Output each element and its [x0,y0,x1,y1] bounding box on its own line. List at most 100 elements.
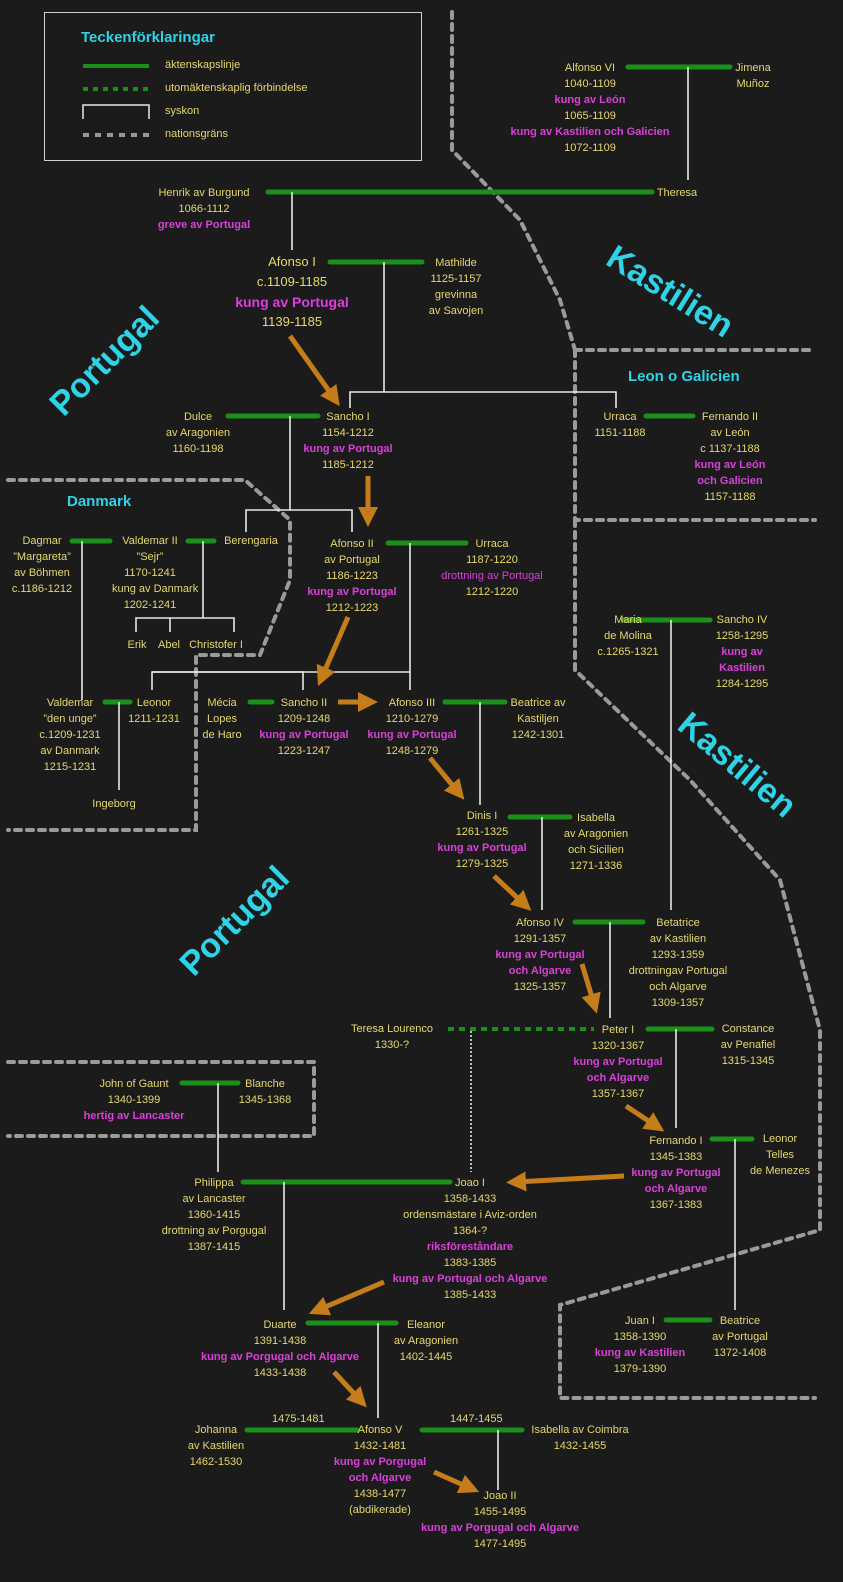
person-line: 1215-1231 [43,761,97,773]
border-lines [6,10,822,1400]
person-line: Valdemar II [122,535,178,547]
person-line: 1040-1109 [564,78,616,90]
person-line: 1358-1433 [443,1193,497,1205]
person-line: 1066-1112 [178,203,230,215]
legend-siblings-swatch [82,104,150,119]
person-line: 1139-1185 [261,314,323,329]
person-fernando2: Fernando II av León c 1137-1188 kung av Leó… [688,409,772,505]
person-line: 1065-1109 [564,110,616,122]
person-line: 1157-1188 [704,491,756,503]
person-line: Ingeborg [92,798,136,810]
person-line: 1309-1357 [651,997,705,1009]
region-danmark: Danmark [67,493,132,510]
person-line: Philippa [194,1177,234,1189]
person-line: 1358-1390 [613,1331,667,1343]
person-title: kung av Portugal [495,949,585,961]
person-line: Afonso II [330,538,374,550]
person-line: 1160-1198 [172,443,224,455]
person-title: riksföreståndare [426,1241,514,1253]
person-line: Maria [614,614,642,626]
person-line: 1383-1385 [443,1257,497,1269]
person-line: 1455-1495 [473,1506,527,1518]
person-line: 1345-1383 [649,1151,703,1163]
legend-marriage-swatch [83,64,149,68]
person-line: c.1109-1185 [256,274,328,289]
person-line: av León [710,427,750,439]
person-line: 1357-1367 [591,1088,645,1100]
person-line: Jimena [735,62,771,74]
person-line: Sancho IV [716,614,768,626]
person-title: kung av Porgugal och Algarve [201,1351,359,1363]
person-erik: Erik [122,637,152,653]
marriage-lines [69,64,755,1433]
person-title: kung av Porgugal och Algarve [421,1522,579,1534]
person-title: och Galicien [697,475,763,487]
person-line: 1186-1223 [326,570,378,582]
person-line: Urraca [603,411,637,423]
person-christofer: Christofer I [184,637,248,653]
person-line: 1242-1301 [511,729,565,741]
person-line: 1291-1357 [513,933,567,945]
person-line: av Lancaster [182,1193,246,1205]
person-line: ”Margareta” [13,551,71,563]
person-line: c.1265-1321 [597,646,659,658]
legend-border: nationsgräns [165,128,228,140]
person-title: Kastilien [719,662,765,674]
region-leon: Leon o Galicien [628,368,740,385]
person-line: av Böhmen [14,567,70,579]
person-line: av Aragonien [393,1335,459,1347]
person-line: 1209-1248 [277,713,331,725]
person-title: kung av León [694,459,766,471]
person-line: Teresa Lourenco [351,1023,433,1035]
person-line: Afonso V [357,1424,403,1436]
person-line: 1320-1367 [591,1040,645,1052]
person-line: Beatrice av [510,697,566,709]
person-line: av Savojen [428,305,484,317]
succession-arrows [287,334,665,1494]
person-line: 1372-1408 [713,1347,767,1359]
person-line: 1433-1438 [253,1367,307,1379]
person-line: av Portugal [324,554,380,566]
person-line: Afonso IV [516,917,564,929]
person-title: kung av Portugal och Algarve [392,1273,548,1285]
person-line: c 1137-1188 [700,443,760,455]
person-philippa: Philippa av Lancaster 1360-1415 drottning a… [150,1175,278,1255]
legend: Teckenförklaringar äktenskapslinje utomä… [44,12,422,161]
person-line: Erik [127,639,147,651]
person-line: 1212-1223 [325,602,379,614]
person-line: Isabella [577,812,615,824]
person-line: de Haro [202,729,242,741]
person-theresa: Theresa [652,185,702,201]
person-line: Valdemar [46,697,94,709]
person-title: kung av Portugal [631,1167,721,1179]
person-line: Fernando II [701,411,759,423]
person-title: kung av Portugal [367,729,457,741]
legend-extramarital-swatch [83,87,149,91]
person-title: greve av Portugal [157,219,251,231]
person-line: 1072-1109 [564,142,616,154]
person-line: Eleanor [407,1319,445,1331]
person-title: kung av Portugal [307,586,397,598]
person-line: 1170-1241 [124,567,176,579]
person-line: 1284-1295 [715,678,769,690]
person-title: kung av Portugal [303,443,393,455]
person-line: (abdikerade) [349,1504,411,1516]
legend-marriage: äktenskapslinje [165,59,241,71]
person-line: 1432-1455 [553,1440,607,1452]
person-line: Joao II [483,1490,517,1502]
person-line: 1248-1279 [385,745,439,757]
person-line: drottning av Porgugal [161,1225,267,1237]
person-line: 1360-1415 [187,1209,241,1221]
